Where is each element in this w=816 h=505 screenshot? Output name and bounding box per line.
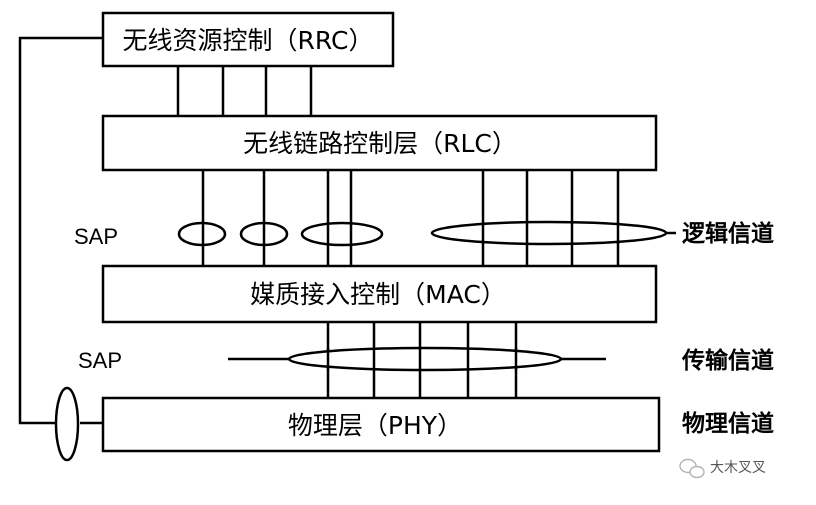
transport-channel-label: 传输信道 <box>681 347 774 374</box>
rrc-rlc-lines <box>176 66 313 116</box>
sap-label-lower: SAP <box>78 348 122 373</box>
watermark-text: 大木叉叉 <box>710 460 766 476</box>
mac-label: 媒质接入控制（MAC） <box>250 280 506 309</box>
wechat-icon <box>679 458 705 479</box>
rrc-control-line <box>18 36 103 425</box>
rrc-phy-sap-oval <box>54 386 80 462</box>
logical-channel-lines <box>201 170 620 266</box>
phy-label: 物理层（PHY） <box>288 411 462 440</box>
logical-sap-oval <box>430 220 668 246</box>
transport-sap-through-lines <box>326 348 518 370</box>
sap-label-upper: SAP <box>74 224 118 249</box>
rlc-label: 无线链路控制层（RLC） <box>243 129 517 158</box>
logical-channel-label: 逻辑信道 <box>682 220 774 247</box>
physical-channel-label: 物理信道 <box>682 410 774 437</box>
logical-sap-oval <box>300 221 384 247</box>
rlc-box <box>101 114 658 172</box>
logical-sap-ovals <box>177 220 668 247</box>
rrc-box <box>101 11 395 68</box>
logical-sap-through-lines <box>201 222 620 245</box>
rrc-label: 无线资源控制（RRC） <box>123 26 374 55</box>
mac-box <box>101 264 658 324</box>
phy-box <box>101 396 661 453</box>
transport-sap-oval <box>287 346 563 372</box>
